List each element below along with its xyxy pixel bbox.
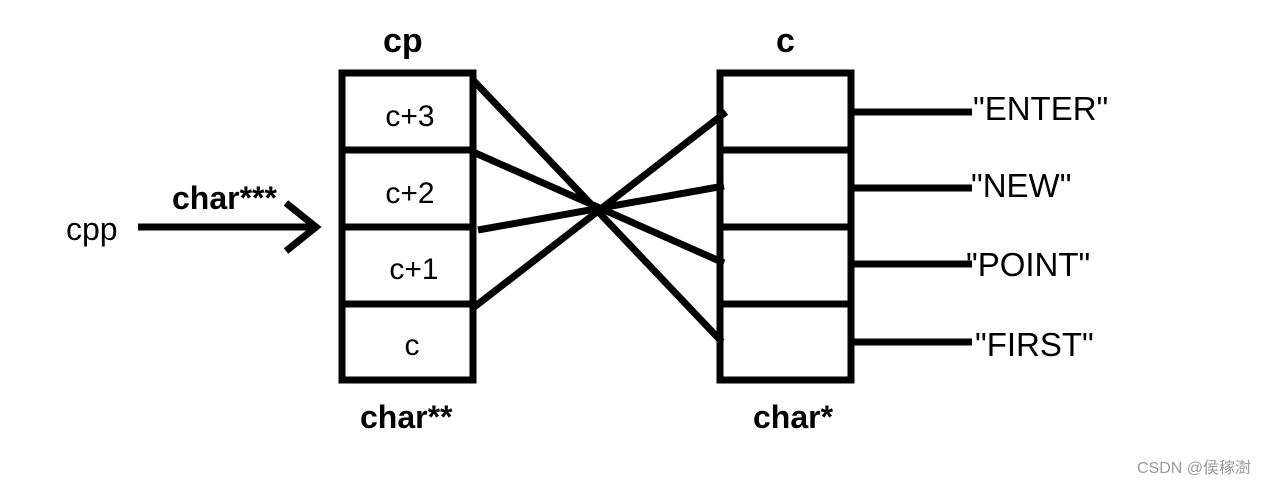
watermark: CSDN @侯稼澍: [1137, 459, 1251, 477]
cp-cell-0: c+3: [385, 100, 434, 133]
string-point: "POINT": [966, 246, 1090, 283]
string-first: "FIRST": [975, 326, 1094, 363]
cpp-label: cpp: [66, 211, 118, 247]
cp-cell-1: c+2: [385, 177, 434, 210]
string-lines: [851, 108, 972, 346]
c-type-label: char*: [753, 399, 834, 435]
cpp-arrow-head: [283, 200, 322, 254]
cp-title: cp: [383, 22, 423, 60]
pointer-lines: [470, 77, 729, 345]
string-new: "NEW": [971, 167, 1071, 204]
cp-type-label: char**: [360, 399, 453, 435]
cpp-type-label: char***: [172, 180, 278, 216]
c-array: [716, 69, 855, 384]
string-enter: "ENTER": [973, 90, 1108, 127]
cp-cell-3: c: [405, 329, 420, 362]
cp-array: [338, 69, 477, 384]
c-title: c: [776, 22, 795, 60]
cp-cell-2: c+1: [389, 253, 438, 286]
